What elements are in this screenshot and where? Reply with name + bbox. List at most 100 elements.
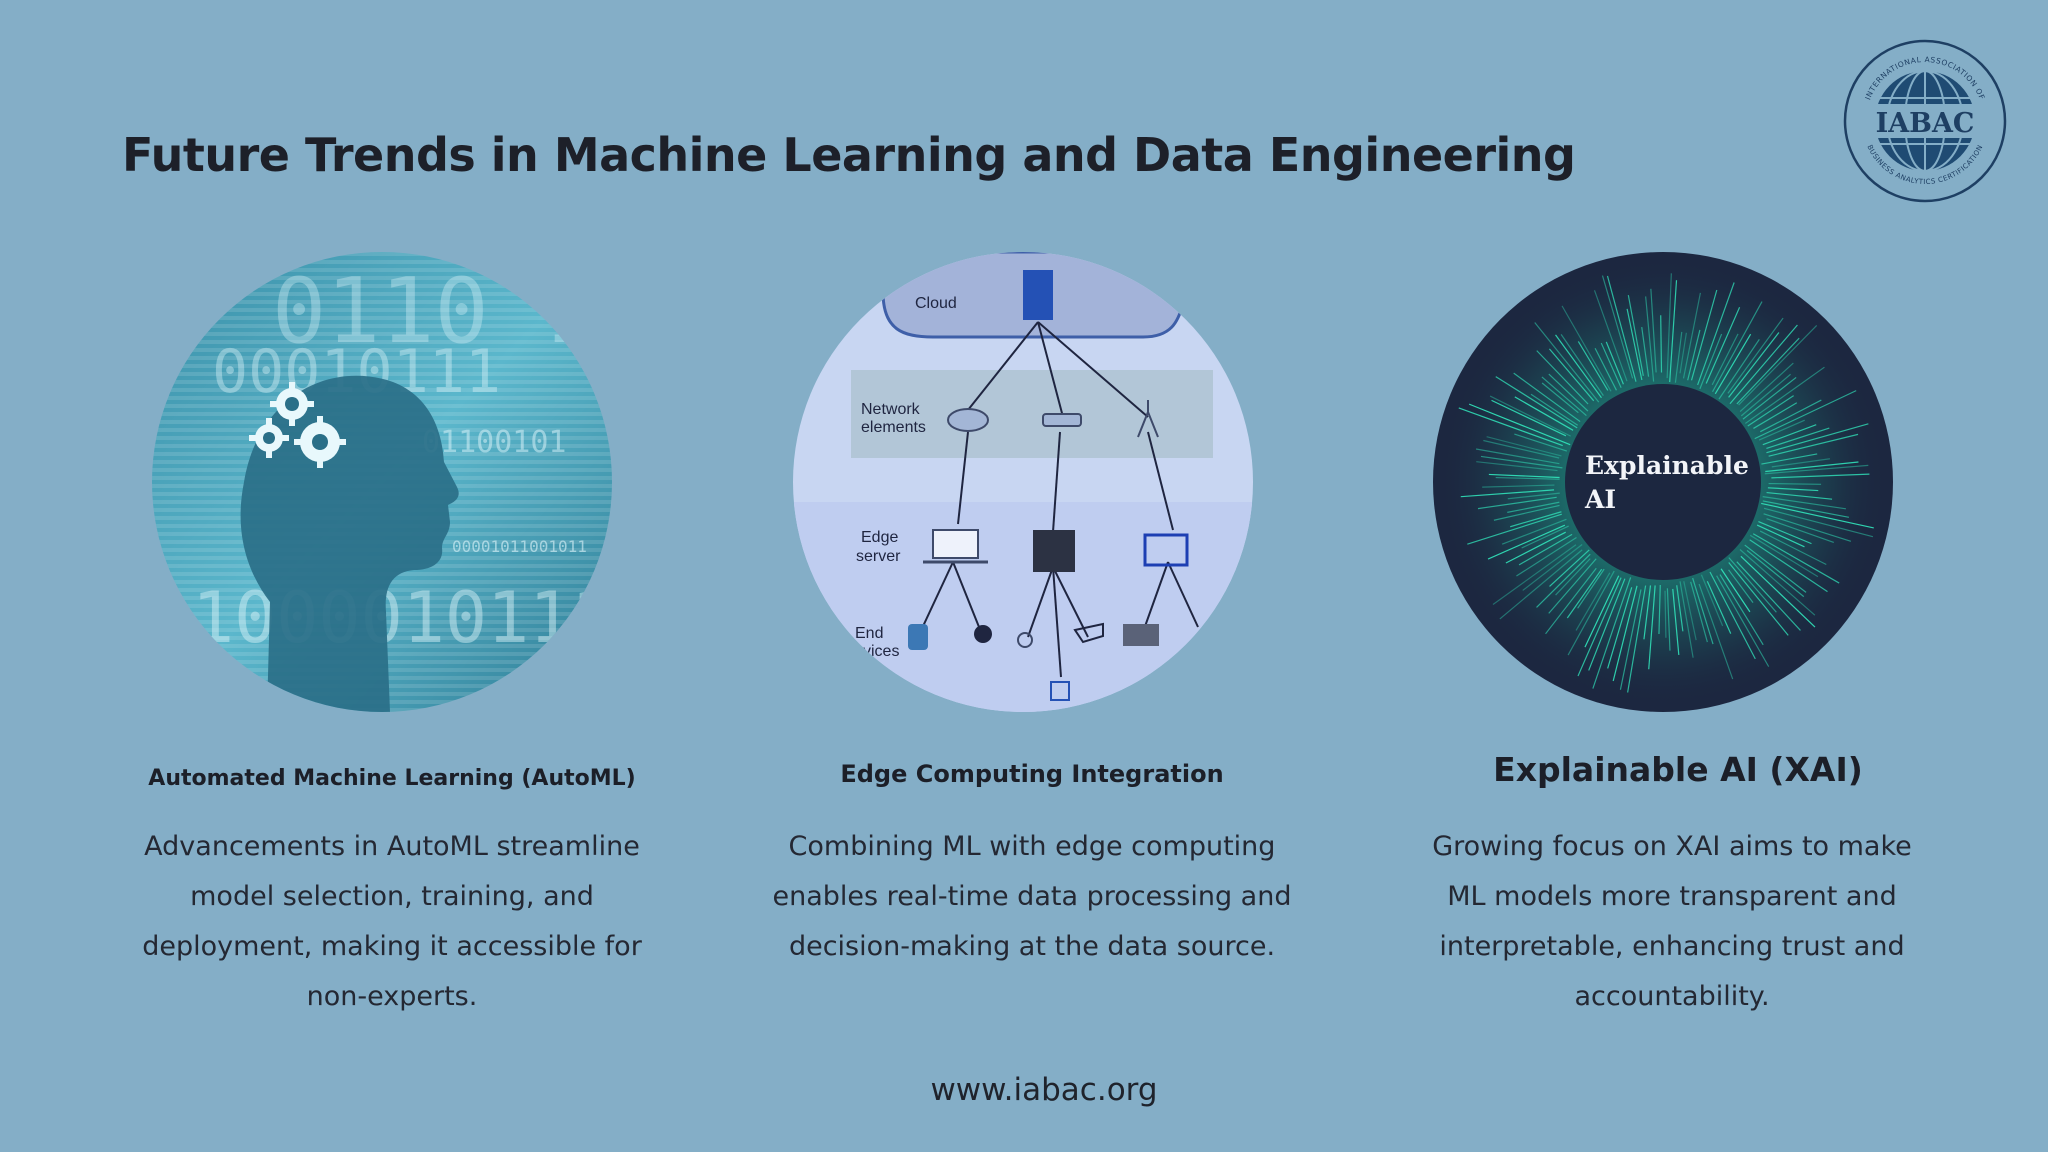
xai-ray — [1536, 350, 1589, 405]
xai-ray — [1766, 491, 1833, 500]
automl-title: Automated Machine Learning (AutoML) — [148, 766, 636, 791]
xai-ray — [1664, 590, 1667, 638]
xai-ray — [1600, 342, 1622, 388]
svg-text:Edge: Edge — [861, 529, 898, 546]
xai-ray — [1754, 390, 1857, 440]
xai-ray — [1534, 322, 1600, 403]
edge-computing-title: Edge Computing Integration — [840, 760, 1224, 788]
xai-ray — [1690, 581, 1708, 643]
xai-ray — [1516, 536, 1577, 577]
xai-ray — [1690, 289, 1718, 381]
explainable-ai-image: Explainable AI — [1433, 252, 1893, 712]
xai-title: Explainable AI (XAI) — [1493, 750, 1863, 789]
xai-ray — [1505, 531, 1566, 564]
iabac-logo[interactable]: IABAC INTERNATIONAL ASSOCIATION OF BUSIN… — [1840, 36, 2010, 206]
xai-ray — [1766, 423, 1869, 454]
xai-ray — [1746, 549, 1805, 598]
xai-ray — [1584, 575, 1620, 648]
xai-ray — [1683, 581, 1697, 641]
xai-ray — [1468, 403, 1571, 446]
xai-ray — [1771, 458, 1831, 468]
xai-ray — [1493, 504, 1560, 521]
gears-icon — [249, 382, 346, 468]
xai-ray — [1507, 501, 1560, 513]
edge-chip-icon — [1033, 530, 1075, 572]
xai-description: Growing focus on XAI aims to make ML mod… — [1432, 831, 1912, 1012]
xai-ray — [1740, 555, 1816, 628]
xai-ray — [1477, 496, 1557, 510]
page-title: Future Trends in Machine Learning and Da… — [122, 128, 1576, 182]
xai-ray — [1510, 511, 1562, 528]
xai-ray — [1705, 307, 1741, 384]
xai-ray — [1738, 325, 1818, 406]
xai-ray — [1666, 273, 1672, 379]
xai-ray — [1593, 290, 1628, 382]
xai-ray — [1674, 331, 1683, 383]
xai-inner-disc — [1565, 384, 1761, 580]
xai-ray — [1619, 589, 1642, 690]
router-icon — [947, 408, 989, 432]
xai-ray — [1762, 424, 1817, 446]
xai-ray — [1460, 489, 1555, 498]
xai-ray — [1756, 524, 1805, 548]
xai-ray — [1728, 332, 1780, 398]
xai-ray — [1648, 585, 1656, 670]
xai-ray — [1588, 578, 1626, 671]
xai-ray — [1687, 329, 1701, 381]
svg-text:ices: ices — [802, 582, 818, 607]
automl-description: Advancements in AutoML streamline model … — [142, 831, 642, 1012]
xai-ray — [1467, 513, 1562, 545]
svg-text:00001011001011: 00001011001011 — [452, 537, 587, 556]
edge-computing-diagram: Cloud Network elements Edge server ices — [793, 252, 1253, 712]
svg-text:01100101: 01100101 — [422, 425, 567, 460]
xai-ray — [1577, 568, 1605, 609]
xai-ray — [1541, 382, 1579, 414]
xai-ray — [1753, 402, 1798, 429]
xai-ray — [1499, 549, 1583, 620]
xai-ray — [1672, 588, 1680, 655]
website-link[interactable]: www.iabac.org — [930, 1072, 1158, 1108]
xai-ray — [1545, 567, 1597, 635]
xai-ray — [1679, 332, 1687, 374]
xai-ray — [1718, 339, 1760, 400]
laptop-icon — [932, 529, 979, 559]
xai-ray — [1513, 372, 1581, 423]
xai-ray — [1727, 317, 1784, 394]
xai-ray — [1548, 558, 1597, 614]
xai-ray — [1555, 334, 1602, 399]
xai-ray — [1676, 585, 1684, 632]
xai-ray — [1507, 492, 1560, 500]
xai-ray — [1764, 464, 1869, 475]
svg-text:1000010111: 1000010111 — [192, 577, 612, 659]
xai-ray — [1719, 574, 1764, 646]
automl-image: 0110 1 00010111 01100101 00001011001011 … — [152, 252, 612, 712]
xai-ray — [1765, 461, 1859, 473]
xai-ray — [1749, 539, 1828, 593]
xai-ray — [1766, 518, 1835, 544]
xai-ray — [1682, 292, 1701, 379]
xai-ray — [1771, 473, 1870, 479]
xai-ray — [1761, 502, 1874, 529]
printer-icon — [1123, 624, 1159, 646]
antenna-icon — [1137, 400, 1159, 438]
xai-ray — [1763, 507, 1874, 538]
xai-ray — [1592, 577, 1632, 689]
xai-ray — [1761, 453, 1818, 465]
xai-ray — [1720, 568, 1751, 613]
xai-ray — [1740, 373, 1791, 417]
xai-ray — [1700, 574, 1724, 627]
xai-ray — [1768, 433, 1859, 457]
xai-ray — [1669, 280, 1678, 383]
xai-ray — [1514, 433, 1568, 452]
globe-icon: IABAC INTERNATIONAL ASSOCIATION OF BUSIN… — [1843, 39, 2007, 203]
xai-ray — [1487, 524, 1566, 560]
switch-icon — [1042, 413, 1082, 427]
xai-ray — [1495, 376, 1578, 429]
xai-ray — [1729, 324, 1798, 405]
xai-ray — [1762, 496, 1847, 510]
xai-ray — [1627, 294, 1644, 376]
xai-ray — [1482, 484, 1555, 488]
xai-ray — [1577, 341, 1609, 391]
xai-ray — [1747, 395, 1794, 427]
xai-ray — [1742, 376, 1797, 420]
